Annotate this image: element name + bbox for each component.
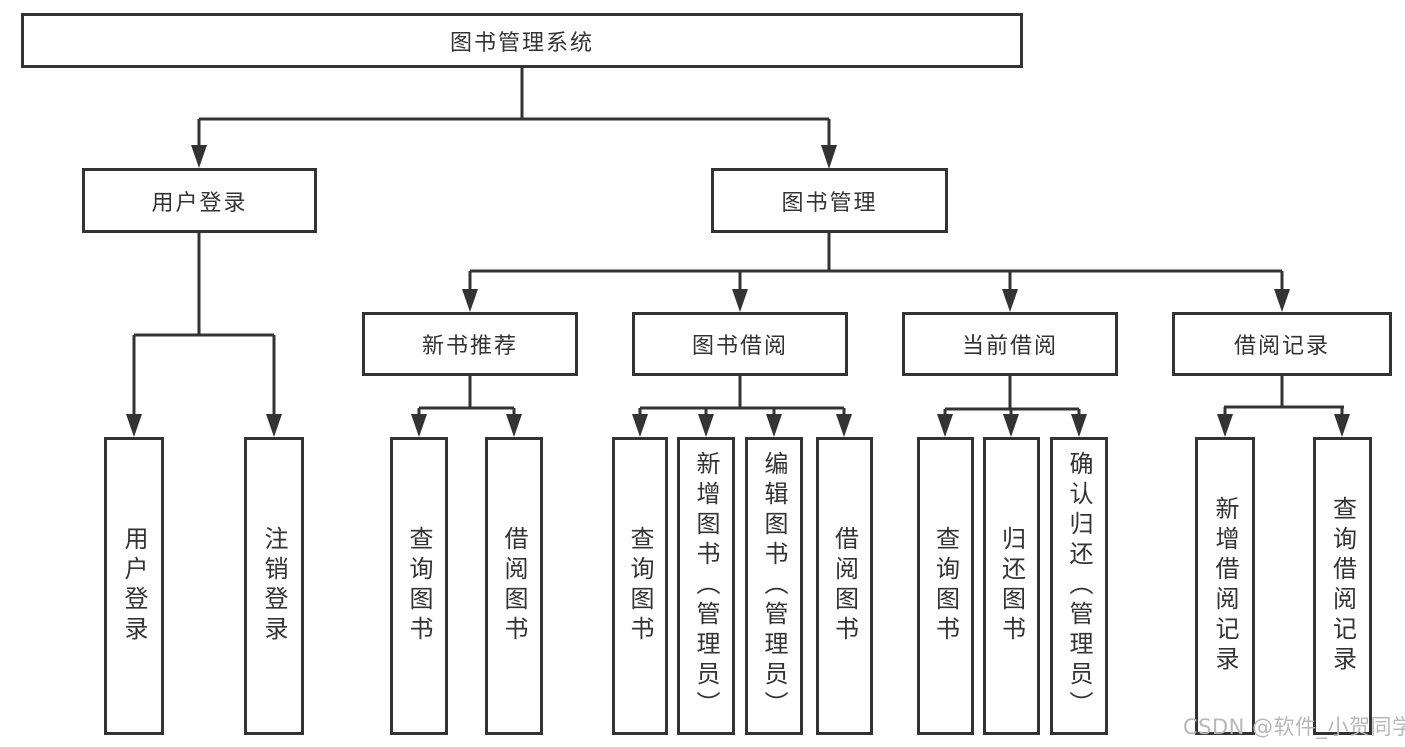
node-label: 用户登录 — [120, 526, 148, 646]
leaf-borrow-books-1: 借阅图书 — [485, 437, 543, 735]
node-label: 确认归还（管理员） — [1065, 451, 1093, 721]
node-label: 查询图书 — [405, 526, 433, 646]
leaf-return-books: 归还图书 — [983, 437, 1040, 735]
leaf-user-login: 用户登录 — [104, 437, 164, 735]
node-label: 用户登录 — [151, 190, 248, 216]
node-label: 借阅记录 — [1233, 334, 1330, 359]
node-user-login: 用户登录 — [82, 168, 317, 233]
node-label: 归还图书 — [997, 526, 1026, 646]
leaf-query-books-3: 查询图书 — [917, 437, 974, 735]
node-library-management-system: 图书管理系统 — [21, 13, 1023, 68]
node-label: 查询图书 — [931, 526, 960, 646]
node-label: 新增借阅记录 — [1211, 496, 1239, 676]
node-label: 图书管理系统 — [449, 30, 594, 56]
node-label: 注销登录 — [260, 526, 288, 646]
leaf-query-books-2: 查询图书 — [612, 437, 668, 735]
leaf-query-borrow-record: 查询借阅记录 — [1313, 437, 1372, 735]
node-label: 当前借阅 — [961, 334, 1058, 359]
node-book-borrow: 图书借阅 — [632, 312, 848, 376]
csdn-watermark: CSDN @软件_小贺同学 — [1183, 715, 1405, 739]
leaf-query-books-1: 查询图书 — [390, 437, 448, 735]
leaf-logout: 注销登录 — [244, 437, 304, 735]
arrowheads — [126, 145, 1350, 437]
node-label: 新书推荐 — [421, 334, 518, 359]
node-label: 借阅图书 — [500, 526, 528, 646]
leaf-add-books-admin: 新增图书（管理员） — [677, 437, 735, 735]
node-label: 图书借阅 — [691, 334, 788, 359]
node-borrow-records: 借阅记录 — [1172, 312, 1392, 376]
leaf-add-borrow-record: 新增借阅记录 — [1195, 437, 1255, 735]
node-new-book-recommend: 新书推荐 — [362, 312, 578, 376]
node-book-management: 图书管理 — [711, 168, 948, 233]
node-label: 查询图书 — [626, 526, 654, 646]
leaf-edit-books-admin: 编辑图书（管理员） — [745, 437, 803, 735]
node-label: 新增图书（管理员） — [692, 451, 720, 721]
node-current-borrow: 当前借阅 — [902, 312, 1118, 376]
node-label: 编辑图书（管理员） — [760, 451, 788, 721]
leaf-confirm-return-admin: 确认归还（管理员） — [1050, 437, 1108, 735]
node-label: 图书管理 — [781, 190, 878, 216]
leaf-borrow-books-2: 借阅图书 — [816, 437, 873, 735]
node-label: 查询借阅记录 — [1328, 496, 1357, 676]
node-label: 借阅图书 — [830, 526, 859, 646]
